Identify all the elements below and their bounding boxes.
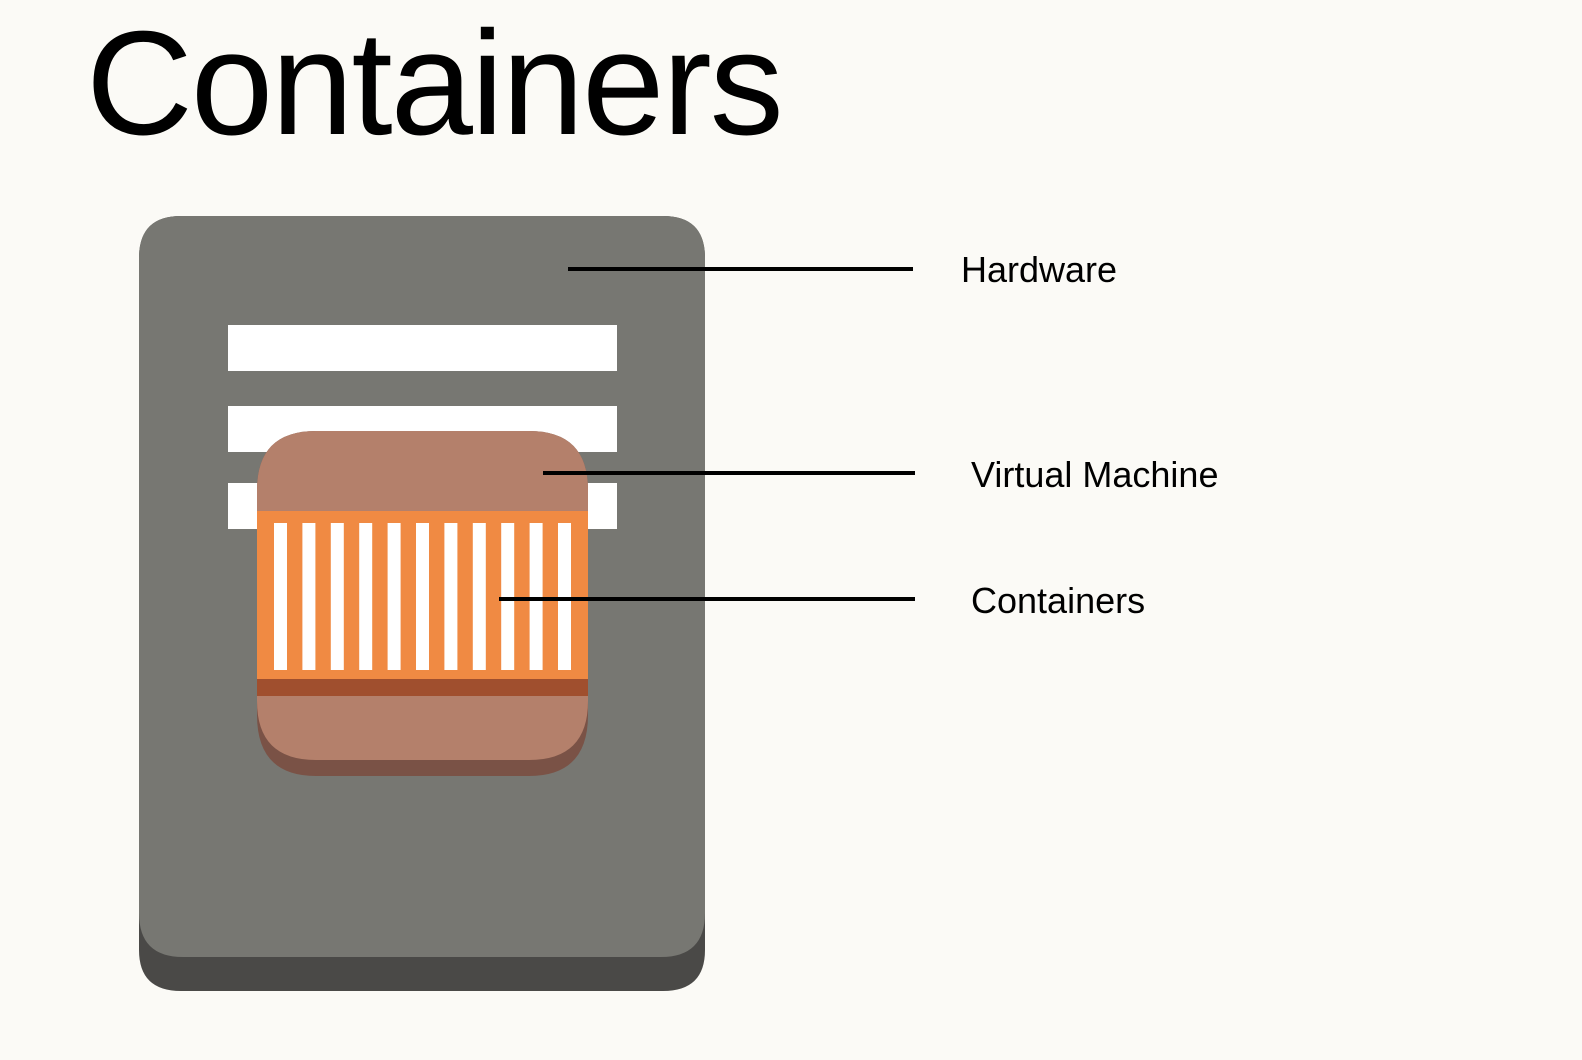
virtual-machine-label: Virtual Machine [971,454,1219,495]
container-slat [387,523,401,670]
container-slat [529,523,543,670]
hardware-label: Hardware [961,249,1118,290]
containers-label: Containers [971,580,1146,621]
container-slat [359,523,373,670]
container-slat [472,523,486,670]
slide-title: Containers [86,1,784,166]
container-slat [501,523,515,670]
container-slats [274,523,571,670]
server-slot-1 [228,325,617,371]
container-slat [558,523,571,670]
container-slat [416,523,429,670]
container-slat [274,523,287,670]
container-bottom-stripe [257,679,588,696]
shipping-container-icon [257,511,588,696]
container-slat [330,523,344,670]
container-slat [302,523,316,670]
container-slat [444,523,458,670]
